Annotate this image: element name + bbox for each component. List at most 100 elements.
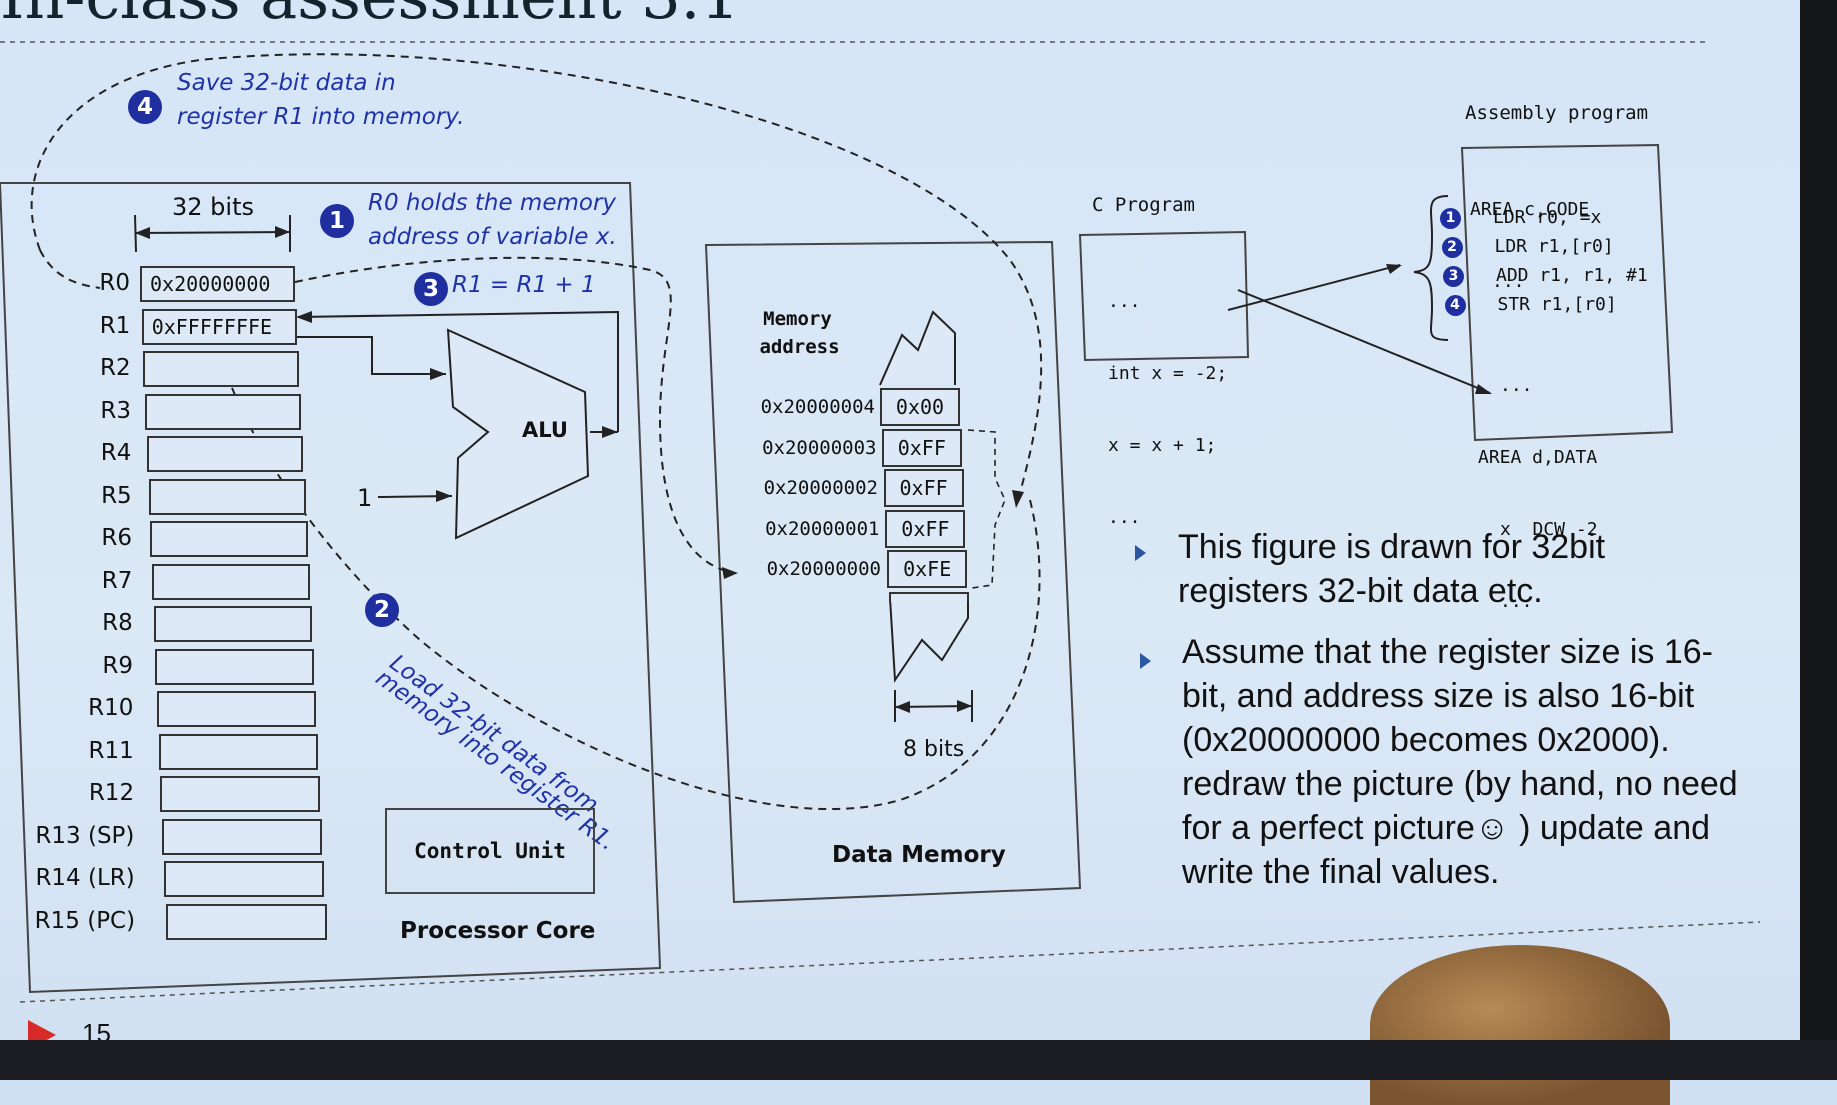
asm-instruction: ADD r1, r1, #1	[1496, 265, 1648, 286]
memory-address: 0x20000002	[763, 477, 878, 499]
register-cell	[158, 733, 319, 770]
register-cell	[162, 818, 323, 855]
c-program-title: C Program	[1092, 194, 1195, 216]
bullet-icon	[1135, 545, 1146, 561]
bullet-icon	[1140, 653, 1151, 669]
audience-head	[1370, 945, 1670, 1105]
processor-caption: Processor Core	[400, 918, 596, 944]
register-name: R14 (LR)	[35, 865, 135, 891]
bullet-1-line: This figure is drawn for 32bit	[1178, 528, 1606, 566]
register-name: R12	[88, 780, 135, 806]
control-unit-label: Control Unit	[414, 839, 566, 863]
slide: In-class assessment 3.1	[0, 0, 1800, 1105]
memory-byte-cell-empty	[889, 592, 969, 602]
control-unit: Control Unit	[385, 808, 595, 894]
memory-byte-cell: 0xFF	[885, 509, 966, 548]
memory-byte-cell: 0xFE	[887, 550, 968, 588]
register-cell	[146, 436, 304, 472]
register-name: R10	[88, 695, 134, 721]
asm-instruction: LDR r0, =x	[1493, 207, 1602, 228]
bullet-2-line: bit, and address size is also 16-bit	[1182, 677, 1695, 715]
memory-caption: Data Memory	[832, 842, 1006, 868]
memory-address: 0x20000001	[765, 517, 880, 540]
register-cell	[163, 861, 325, 897]
alu-label: ALU	[522, 418, 568, 442]
step4-badge: 4	[128, 90, 162, 124]
c-line: ...	[1108, 291, 1141, 312]
memory-header-line2: address	[759, 336, 840, 358]
register-name: R1	[99, 312, 131, 339]
register-name: R15 (PC)	[34, 907, 136, 934]
bullet-1-line: registers 32-bit data etc.	[1178, 572, 1543, 610]
register-cell	[157, 691, 316, 727]
bullet-2-line: for a perfect picture☺ ) update and	[1182, 809, 1711, 847]
c-line: ...	[1108, 507, 1141, 528]
register-cell	[165, 903, 327, 940]
register-cell	[151, 563, 310, 600]
register-name: R5	[101, 482, 132, 509]
register-cell: 0x20000000	[140, 266, 295, 302]
step4-text-line1: Save 32-bit data in	[177, 70, 396, 96]
register-name: R0	[99, 270, 130, 296]
register-cell	[150, 521, 308, 557]
asm-dots: ...	[1492, 271, 1525, 292]
assembly-code: AREA c,CODE ...	[1470, 150, 1589, 342]
register-cell: 0xFFFFFFFE	[141, 308, 298, 345]
memory-width-label: 8 bits	[903, 737, 965, 762]
register-cell	[148, 478, 306, 515]
step1-badge: 1	[320, 204, 354, 238]
memory-address: 0x20000004	[760, 396, 875, 418]
step1-text-line1: R0 holds the memory	[368, 190, 617, 216]
register-width-label: 32 bits	[172, 193, 254, 221]
step4-text-line2: register R1 into memory.	[177, 104, 465, 130]
asm-dots: ...	[1500, 591, 1533, 612]
bullet-2: Assume that the register size is 16- bit…	[1182, 630, 1738, 894]
register-name: R2	[100, 355, 131, 381]
bullet-2-line: redraw the picture (by hand, no need	[1182, 765, 1738, 803]
alu-constant-input: 1	[357, 484, 373, 512]
register-cell	[143, 351, 300, 387]
asm-step-badge: 2	[1441, 237, 1463, 258]
register-cell	[153, 606, 312, 642]
asm-data-header: AREA d,DATA	[1478, 447, 1598, 468]
screen-bezel-bottom	[0, 1040, 1837, 1080]
register-name: R4	[100, 440, 132, 466]
register-cell	[145, 393, 302, 430]
diagram-lines	[0, 41, 1761, 1003]
memory-byte-cell: 0x00	[880, 388, 960, 426]
register-name: R3	[100, 397, 132, 424]
c-line: x = x + 1;	[1108, 435, 1217, 456]
bullet-1: This figure is drawn for 32bit registers…	[1178, 525, 1605, 613]
slide-title: In-class assessment 3.1	[0, 0, 740, 33]
asm-dots: ...	[1500, 375, 1533, 396]
register-name: R7	[101, 567, 133, 594]
assembly-title: Assembly program	[1465, 102, 1649, 124]
asm-header: AREA c,CODE	[1470, 199, 1590, 220]
memory-byte-cell: 0xFF	[883, 469, 964, 507]
memory-address: 0x20000000	[766, 558, 881, 580]
register-cell	[155, 648, 314, 685]
asm-step-badge: 1	[1440, 208, 1461, 229]
memory-byte-cell: 0xFF	[881, 428, 962, 467]
register-name: R8	[102, 610, 133, 636]
register-name: R13 (SP)	[35, 822, 135, 849]
step3-badge: 3	[414, 272, 448, 306]
register-name: R6	[101, 525, 133, 551]
asm-data-line: x DCW -2	[1500, 519, 1598, 540]
step1-text-line2: address of variable x.	[368, 224, 617, 250]
asm-step-badge: 4	[1444, 295, 1466, 316]
c-line: int x = -2;	[1108, 363, 1228, 384]
asm-step-badge: 3	[1443, 266, 1464, 287]
bullet-2-line: Assume that the register size is 16-	[1182, 633, 1714, 671]
c-program-code: ... int x = -2; x = x + 1; ...	[1108, 242, 1227, 578]
bullet-2-line: write the final values.	[1182, 853, 1500, 891]
step3-text: R1 = R1 + 1	[452, 272, 596, 298]
memory-address: 0x20000003	[762, 436, 877, 459]
screen-bezel-right	[1800, 0, 1837, 1040]
asm-instruction: STR r1,[r0]	[1497, 294, 1617, 315]
register-name: R11	[88, 737, 134, 764]
register-name: R9	[102, 652, 134, 679]
bullet-2-line: (0x20000000 becomes 0x2000).	[1182, 721, 1670, 759]
register-cell	[160, 776, 321, 812]
step2-badge: 2	[365, 593, 399, 627]
